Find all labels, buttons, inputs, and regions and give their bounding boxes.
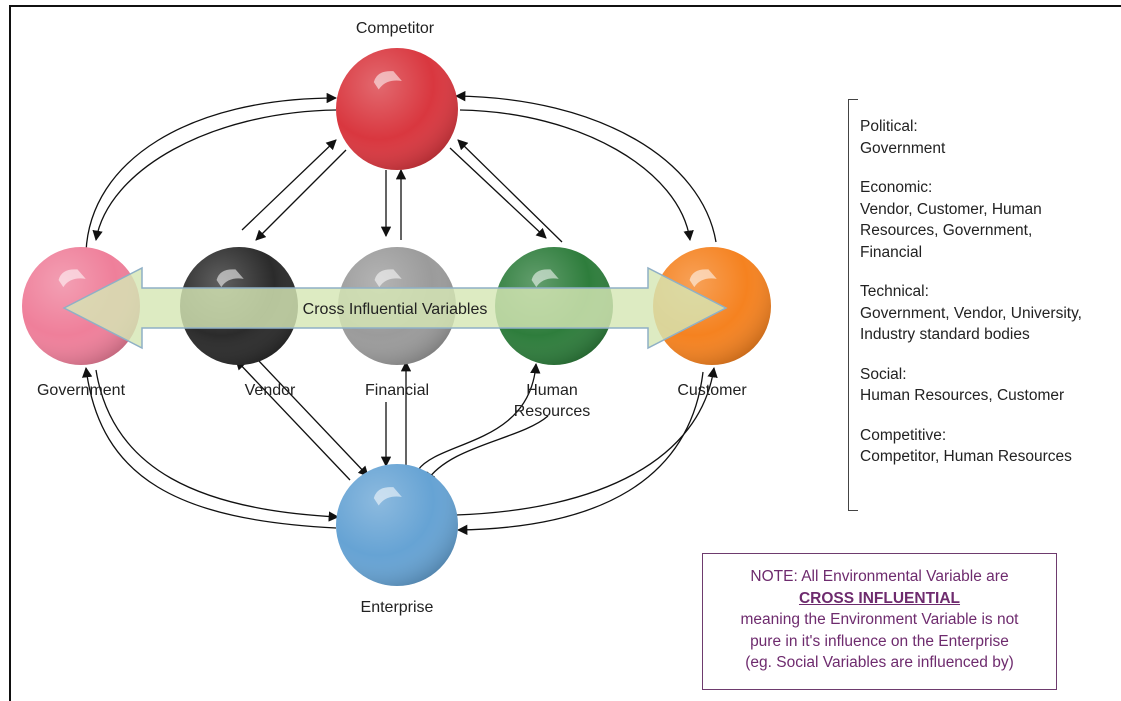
arrow-hr-to-enterprise [425,415,549,483]
legend-item-line: Government, Vendor, University, [860,304,1082,322]
competitor-sphere [336,48,458,170]
human-resources-label-line2: Resources [514,403,590,420]
arrow-customer-to-competitor [454,90,717,243]
arrow-government-to-competitor [85,92,338,253]
enterprise-label: Enterprise [361,599,434,616]
arrow-enterprise-to-hr [417,362,541,471]
legend-technical: Technical: Government, Vendor, Universit… [860,281,1121,346]
arrow-enterprise-to-government [82,366,337,529]
enterprise-sphere [336,464,458,586]
note-emphasis: CROSS INFLUENTIAL [798,589,961,607]
arrow-competitor-to-customer [459,109,694,242]
legend-political: Political: Government [860,116,1121,159]
arrow-competitor-to-vendor [255,149,347,241]
note-line: NOTE: All Environmental Variable are [750,568,1009,585]
legend-social: Social: Human Resources, Customer [860,364,1121,407]
competitor-label: Competitor [356,20,435,37]
human-resources-label-line1: Human [526,382,578,399]
sphere-highlight [374,269,402,288]
note-line: pure in it's influence on the Enterprise [750,632,1009,650]
legend-heading: Technical: [860,283,929,300]
sphere-highlight [58,269,86,288]
government-label: Government [37,382,126,399]
sphere-highlight [689,269,717,288]
banner-label: Cross Influential Variables [303,301,488,318]
vendor-label: Vendor [245,382,296,399]
legend-heading: Economic: [860,179,933,196]
double-arrow-shape [62,266,728,350]
arrow-hr-to-competitor [457,139,563,243]
legend-economic: Economic: Vendor, Customer, Human Resour… [860,177,1121,263]
legend-heading: Competitive: [860,426,947,444]
customer-label: Customer [677,382,747,399]
legend-item-line: Human Resources, Customer [860,387,1065,404]
frame-left-border [9,5,11,701]
legend-heading: Social: [860,365,907,383]
arrow-enterprise-to-vendor [235,359,351,481]
sphere-highlight [531,269,559,288]
legend-item-line: Vendor, Customer, Human [860,200,1042,218]
legend-item-line: Industry standard bodies [860,326,1030,343]
legend-item-line: Financial [860,243,923,261]
frame-top-border [9,5,1121,7]
financial-label: Financial [365,382,429,399]
note-line: meaning the Environment Variable is not [740,611,1019,628]
note-line: (eg. Social Variables are influenced by) [745,654,1014,671]
sphere-highlight [373,71,402,90]
pestc-legend: Political: Government Economic: Vendor, … [848,99,1118,511]
arrow-enterprise-to-customer [455,366,718,516]
cross-influential-banner: Cross Influential Variables [62,266,728,350]
arrow-government-to-enterprise [95,369,340,522]
note-box: NOTE: All Environmental Variable are CRO… [702,553,1057,690]
influence-arrows [82,90,718,536]
arrow-customer-to-enterprise [456,371,704,536]
arrow-vendor-to-enterprise [257,359,369,477]
sphere-highlight [373,487,402,506]
legend-item-line: Resources, Government, [860,222,1033,239]
sphere-highlight [216,269,244,288]
legend-competitive: Competitive: Competitor, Human Resources [860,425,1121,468]
arrow-competitor-to-government [92,109,337,242]
arrow-vendor-to-competitor [241,139,337,231]
legend-heading: Political: [860,118,918,135]
legend-item-line: Government [860,139,946,157]
arrow-competitor-to-hr [449,147,547,239]
legend-item-line: Competitor, Human Resources [860,448,1072,465]
